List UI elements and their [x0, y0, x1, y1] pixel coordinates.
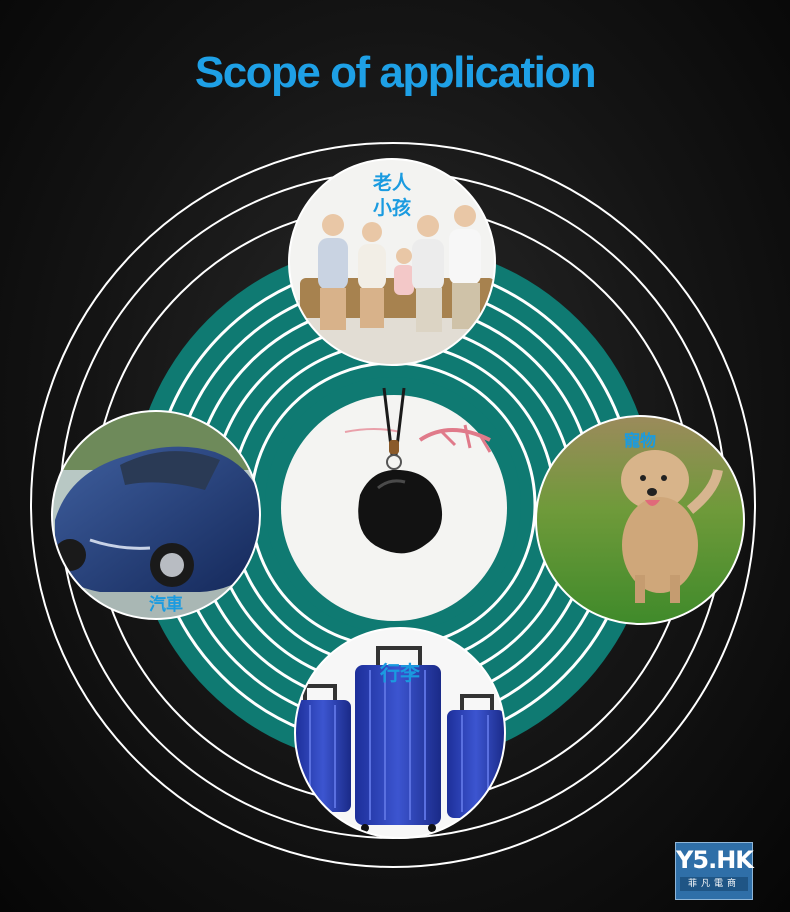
page-title: Scope of application [194, 48, 597, 97]
tracker-device-image [281, 387, 507, 621]
label-children: 小孩 [373, 196, 411, 219]
brand-logo: Y5.HK 菲凡電商 [675, 842, 754, 900]
pet-photo [536, 416, 744, 624]
logo-text: Y5.HK [676, 846, 754, 874]
logo-subtitle: 菲凡電商 [680, 877, 748, 891]
outer-ring [30, 142, 756, 868]
label-car: 汽車 [149, 594, 183, 615]
label-elderly: 老人 [373, 171, 412, 194]
label-luggage: 行李 [379, 661, 421, 685]
luggage-photo [295, 628, 505, 838]
car-photo [52, 411, 260, 619]
label-pets: 寵物 [624, 431, 656, 450]
